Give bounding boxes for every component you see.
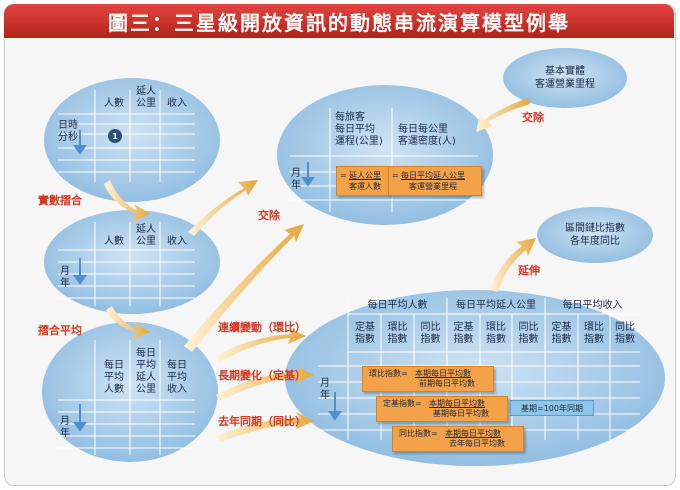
- big-table-group-persons: 每日平均人數: [367, 300, 428, 311]
- formula-numerator: 延人公里: [349, 171, 381, 180]
- table3-col-persons: 每日 平均 人數: [104, 360, 124, 395]
- table3-col-revenue: 每日 平均 收入: [167, 360, 187, 395]
- base-entity-line1: 基本實體: [545, 66, 585, 77]
- table1-col-revenue: 收入: [167, 98, 187, 109]
- arrow-extend: [490, 238, 536, 292]
- label-aggregate-actual: 實數摺合: [38, 194, 82, 207]
- label-aggregate-average: 摺合平均: [38, 324, 82, 337]
- formula-prefix: 同比指數=: [399, 429, 438, 438]
- ellipse-base-entity: [503, 48, 627, 108]
- ellipse-table1: [44, 78, 220, 202]
- formula-denominator: 基期每日平均數: [433, 409, 489, 418]
- formula-numerator: 本期每日平均數: [445, 429, 501, 438]
- subcol-fixed: 定基 指數: [551, 322, 572, 345]
- formula-denominator: 前期每日平均數: [419, 379, 475, 388]
- formula-distance-box: = 延人公里 客運人數: [336, 166, 390, 196]
- density-row-label: 月 年: [291, 168, 301, 191]
- time-arrow-icons: [73, 130, 342, 432]
- table2-row-label: 月 年: [60, 266, 70, 289]
- formula-denominator: 客運人數: [349, 182, 381, 191]
- arrow-t1-to-t2: [104, 180, 150, 222]
- ellipse-density: [277, 85, 493, 225]
- density-col-density: 每日每公里 客運密度(人): [398, 124, 456, 147]
- subcol-yoy: 同比 指數: [615, 322, 635, 345]
- formula-chain-box: 環比指數= 本期每日平均數 前期每日平均數: [362, 366, 494, 392]
- formula-fixed-box: 定基指數= 本期每日平均數 基期每日平均數: [376, 396, 508, 422]
- table3-row-label: 月 年: [60, 416, 70, 439]
- table2-col-revenue: 收入: [167, 236, 187, 247]
- formula-numerator: 本期每日平均數: [429, 399, 485, 408]
- formula-denominator: 去年每日平均數: [449, 439, 505, 448]
- table3-col-pkm: 每日 平均 延人 公里: [136, 348, 156, 395]
- label-divide-2: 交除: [522, 111, 544, 124]
- table1-grid: [58, 90, 195, 182]
- density-col-distance: 每旅客 每日平均 運程(公里): [335, 112, 383, 147]
- step-badge: 1: [108, 129, 122, 143]
- formula-eq: =: [340, 171, 347, 180]
- subcol-yoy: 同比 指數: [420, 322, 441, 345]
- arrow-yoy: [216, 412, 314, 442]
- formula-prefix: 定基指數=: [383, 399, 422, 408]
- arrow-long-term: [216, 366, 314, 401]
- formula-denominator: 客運營業里程: [409, 182, 457, 191]
- ellipse-interval-index: [537, 207, 653, 263]
- subcol-fixed: 定基 指數: [453, 322, 474, 345]
- subcol-chain: 環比 指數: [584, 322, 604, 345]
- base-entity-line2: 客運營業里程: [535, 79, 595, 90]
- arrow-continuous: [216, 328, 306, 362]
- label-extend: 延伸: [518, 264, 540, 277]
- arrow-t2-to-t3: [106, 306, 150, 340]
- table2-col-pkm: 延人 公里: [136, 224, 156, 247]
- big-table-group-pkm: 每日平均延人公里: [456, 300, 536, 311]
- base-period-note: 基期=100年同期: [510, 400, 594, 416]
- arrow-t2-to-density: [188, 180, 258, 236]
- table2-col-persons: 人數: [104, 236, 124, 247]
- subcol-chain: 環比 指數: [486, 322, 506, 345]
- figure-title: 圖三：三星級開放資訊的動態串流演算模型例舉: [4, 4, 674, 38]
- arrow-t3-to-density: [184, 224, 304, 352]
- label-yoy: 去年同期（同比）: [218, 415, 306, 428]
- formula-eq: =: [392, 171, 399, 180]
- flow-arrows: [104, 98, 536, 442]
- subcol-fixed: 定基 指數: [355, 322, 375, 345]
- formula-numerator: 本期每日平均數: [415, 369, 471, 378]
- table1-col-pkm: 延人 公里: [136, 86, 156, 109]
- big-table-group-revenue: 每日平均收入: [562, 300, 623, 311]
- table1-row-label: 日時 分秒: [58, 120, 78, 143]
- formula-density-box: = 每日平均延人公里 客運營業里程: [388, 166, 482, 196]
- label-continuous: 連續變動（環比）: [218, 321, 306, 334]
- subcol-chain: 環比 指數: [387, 322, 408, 345]
- formula-yoy-box: 同比指數= 本期每日平均數 去年每日平均數: [392, 426, 524, 452]
- label-long-term: 長期變化（定基）: [218, 369, 306, 382]
- table1-col-persons: 人數: [104, 98, 124, 109]
- subcol-yoy: 同比 指數: [518, 322, 539, 345]
- label-divide-1: 交除: [258, 209, 280, 222]
- interval-index-line2: 各年度同比: [570, 236, 620, 247]
- big-table-row-label: 月 年: [320, 378, 330, 401]
- formula-numerator: 每日平均延人公里: [401, 171, 465, 180]
- arrow-base-to-density: [476, 98, 530, 132]
- interval-index-line1: 區間鏈比指數: [565, 223, 625, 234]
- formula-prefix: 環比指數=: [369, 369, 408, 378]
